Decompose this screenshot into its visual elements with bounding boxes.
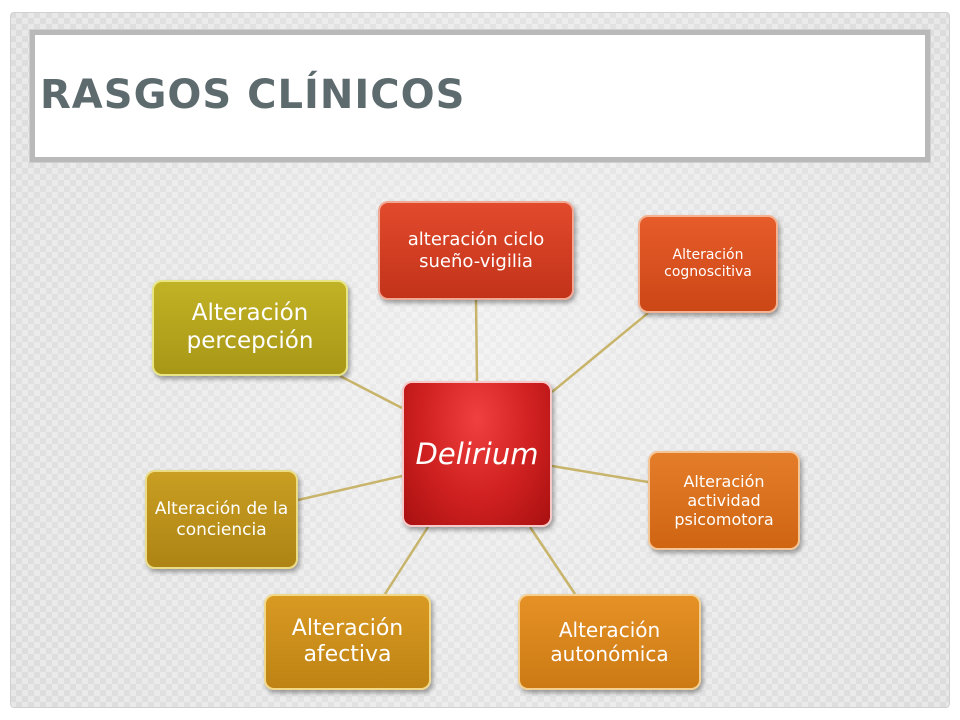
title-box — [30, 30, 930, 162]
connector-cognitive — [551, 312, 649, 393]
connector-affective — [383, 526, 430, 595]
slide-title: RASGOS CLÍNICOS — [40, 72, 466, 118]
node-autonomic: Alteración autonómica — [518, 594, 701, 690]
connector-consciousness — [297, 474, 403, 502]
connector-perception — [339, 374, 403, 410]
node-psychomotor: Alteración actividad psicomotora — [648, 451, 800, 550]
node-sleep-wake: alteración ciclo sueño-vigilia — [378, 201, 574, 300]
connector-psychomotor — [551, 464, 649, 484]
node-affective: Alteración afectiva — [264, 594, 431, 690]
node-consciousness: Alteración de la conciencia — [145, 470, 298, 569]
connector-sleep-wake — [474, 299, 479, 382]
node-cognitive: Alteración cognoscitiva — [638, 215, 778, 313]
node-delirium-center: Delirium — [402, 381, 552, 527]
connector-autonomic — [528, 526, 577, 595]
node-perception: Alteración percepción — [152, 280, 348, 376]
